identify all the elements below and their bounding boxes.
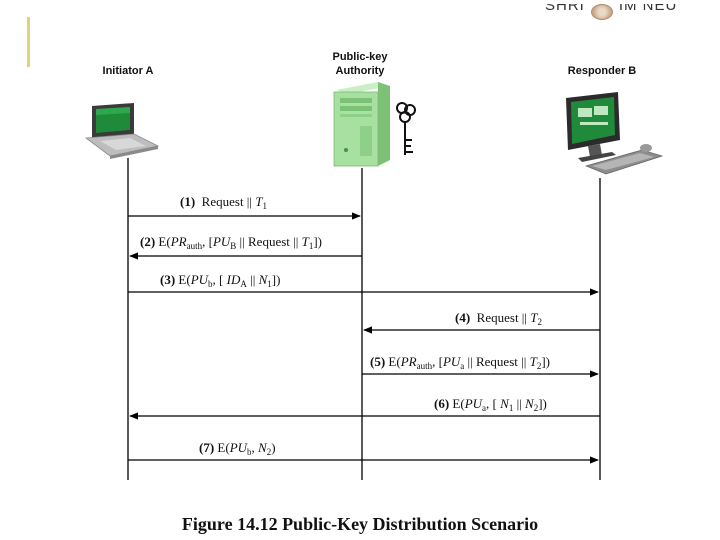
msg-1-sub: 1: [262, 201, 268, 211]
msg-3-part: ||: [246, 272, 259, 287]
msg-3-part: E(: [178, 272, 191, 287]
msg-3-part: PU: [190, 272, 209, 287]
msg-3-number: (3): [160, 272, 176, 287]
msg-6-label: (6) E(PUa, [ N1 || N2]): [434, 396, 547, 413]
msg-7-part: 2: [266, 447, 272, 457]
msg-6-part: N: [525, 396, 534, 411]
msg-6-part: ]): [538, 396, 547, 411]
msg-6-part: a: [482, 403, 487, 413]
authority-label-line1: Public-key: [332, 51, 388, 63]
msg-2-part: , [: [202, 234, 213, 249]
msg-7-number: (7): [199, 440, 215, 455]
msg-5-part: E(: [388, 354, 401, 369]
msg-5-part: ]): [541, 354, 550, 369]
msg-5-part: PU: [442, 354, 461, 369]
msg-3-part: ]): [271, 272, 281, 287]
msg-6-part: PU: [464, 396, 483, 411]
seal-icon: [590, 4, 613, 20]
msg-3-part: b: [208, 279, 213, 289]
msg-5-part: || Request ||: [464, 354, 530, 369]
msg-2-part: T: [301, 234, 309, 249]
msg-5-part: 2: [536, 361, 542, 371]
msg-3-part: N: [258, 272, 268, 287]
initiator-a-label: Initiator A: [102, 65, 154, 77]
msg-5-part: , [: [432, 354, 443, 369]
msg-5-part: auth: [416, 361, 433, 371]
desktop-computer-icon: [566, 92, 664, 175]
msg-2-number: (2): [140, 234, 156, 249]
logo-text-left: SHRI: [545, 4, 585, 14]
authority-label: Public-key Authority: [310, 50, 410, 78]
msg-2-label: (2) E(PRauth, [PUB || Request || T1]): [140, 234, 322, 251]
msg-7-part: E(: [217, 440, 230, 455]
server-icon: [333, 82, 390, 167]
msg-1-text: Request ||: [201, 194, 256, 209]
responder-b-label: Responder B: [567, 65, 637, 77]
msg-6-part: 1: [508, 403, 514, 413]
msg-2-part: B: [230, 241, 237, 251]
msg-3-part: 1: [267, 279, 272, 289]
authority-label-line2: Authority: [335, 65, 385, 77]
slide-accent-bar: [27, 17, 30, 67]
msg-2-part: || Request ||: [236, 234, 302, 249]
msg-6-part: N: [500, 396, 509, 411]
msg-7-part: ): [271, 440, 276, 455]
msg-6-part: E(: [452, 396, 465, 411]
logo-text-right: IM NEU: [618, 4, 678, 14]
msg-3-part: ID: [226, 272, 241, 287]
msg-1-var: T: [255, 194, 263, 209]
msg-7-label: (7) E(PUb, N2): [199, 440, 276, 457]
msg-7-part: ,: [251, 440, 259, 455]
msg-5-part: PR: [400, 354, 417, 369]
msg-2-part: PR: [170, 234, 187, 249]
institution-logo: SHRI IM NEU: [545, 4, 677, 22]
msg-4-var: T: [530, 310, 538, 325]
msg-4-label: (4) Request || T2: [455, 310, 543, 327]
msg-2-part: ]): [313, 234, 322, 249]
msg-5-part: T: [529, 354, 537, 369]
msg-6-part: ||: [513, 396, 526, 411]
msg-2-part: E(: [158, 234, 171, 249]
msg-4-text: Request ||: [476, 310, 531, 325]
msg-4-number: (4): [455, 310, 471, 325]
msg-3-part: , [: [212, 272, 227, 287]
msg-1-number: (1): [180, 194, 196, 209]
msg-6-part: 2: [533, 403, 539, 413]
msg-7-part: N: [258, 440, 267, 455]
msg-3-label: (3) E(PUb, [ IDA || N1]): [160, 272, 281, 289]
laptop-icon: [84, 103, 160, 159]
msg-5-part: a: [460, 361, 465, 371]
msg-7-part: PU: [229, 440, 248, 455]
msg-6-number: (6): [434, 396, 450, 411]
msg-1-label: (1) Request || T1: [180, 194, 268, 211]
msg-2-part: auth: [186, 241, 203, 251]
msg-5-label: (5) E(PRauth, [PUa || Request || T2]): [370, 354, 550, 371]
msg-5-number: (5): [370, 354, 386, 369]
msg-3-part: A: [240, 279, 247, 289]
msg-4-sub: 2: [537, 317, 543, 327]
msg-6-part: , [: [486, 396, 501, 411]
key-icon: [396, 102, 416, 155]
figure-caption: Figure 14.12 Public-Key Distribution Sce…: [181, 514, 539, 534]
msg-7-part: b: [247, 447, 252, 457]
msg-2-part: PU: [212, 234, 231, 249]
msg-2-part: 1: [308, 241, 314, 251]
